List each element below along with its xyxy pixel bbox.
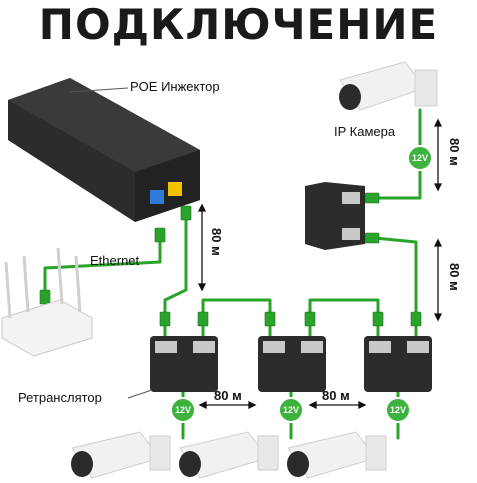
voltage-3: 12V [390,405,406,415]
repeater-3 [364,336,432,392]
label-ip-camera: IP Камера [334,124,396,139]
yellow-port [168,182,182,196]
cable-repeater2-repeater3 [308,298,380,340]
distance-label-1: 80 м [214,388,242,403]
switch-port-2 [342,228,360,240]
blue-port [150,190,164,204]
switch-port-1 [342,192,360,204]
page-title: ПОДКЛЮЧЕНИЕ [38,0,439,49]
label-repeater: Ретранслятор [18,390,102,405]
distance-label-3: 80 м [209,228,224,256]
switch-box [305,182,365,250]
label-poe-injector: POE Инжектор [130,79,220,94]
rj45-connectors [39,192,422,327]
leader-injector [69,87,129,93]
poe-injector [8,78,200,222]
repeater-2 [258,336,326,392]
repeater-1 [150,336,218,392]
voltage-1: 12V [175,405,191,415]
cable-switch-camera [373,108,422,200]
distance-label-2: 80 м [322,388,350,403]
voltage-labels: 12V 12V 12V 12V [175,153,428,415]
cable-injector-router [43,233,162,300]
camera-top [339,61,438,111]
leader-repeater [127,389,153,399]
cable-repeater1-repeater2 [201,298,272,340]
distance-label-5: 80 м [447,263,462,291]
distance-label-4: 80 м [447,138,462,166]
label-ethernet: Ethernet [90,253,140,268]
voltage-2: 12V [283,405,299,415]
router [1,247,93,357]
camera-2 [179,431,279,479]
voltage-badges [170,145,433,423]
voltage-top: 12V [412,153,428,163]
camera-3 [287,431,387,479]
camera-1 [71,431,171,479]
distance-arrows [197,118,443,410]
